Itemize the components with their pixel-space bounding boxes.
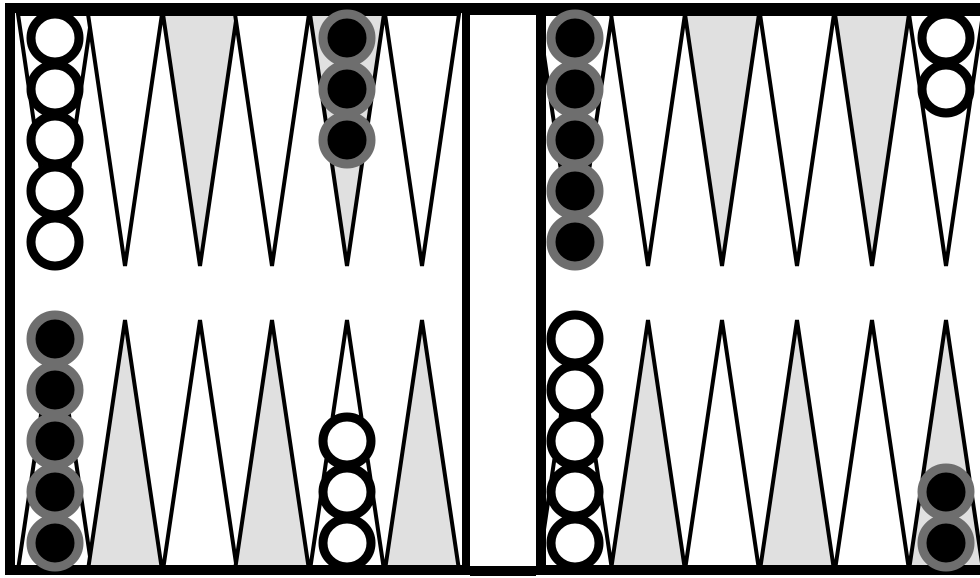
white-checker[interactable] (323, 519, 371, 567)
black-checker[interactable] (551, 167, 599, 215)
black-checker[interactable] (323, 116, 371, 164)
black-checker[interactable] (922, 519, 970, 567)
black-checker[interactable] (551, 65, 599, 113)
white-checker[interactable] (551, 366, 599, 414)
white-checker[interactable] (31, 167, 79, 215)
white-checker[interactable] (31, 14, 79, 62)
white-checker[interactable] (551, 417, 599, 465)
black-checker[interactable] (31, 315, 79, 363)
white-checker[interactable] (31, 65, 79, 113)
white-checker[interactable] (323, 417, 371, 465)
white-checker[interactable] (551, 468, 599, 516)
white-checker[interactable] (922, 65, 970, 113)
black-checker[interactable] (31, 519, 79, 567)
black-checker[interactable] (31, 366, 79, 414)
black-checker[interactable] (323, 65, 371, 113)
white-checker[interactable] (31, 116, 79, 164)
white-checker[interactable] (922, 14, 970, 62)
black-checker[interactable] (31, 417, 79, 465)
white-checker[interactable] (551, 315, 599, 363)
white-checker[interactable] (551, 519, 599, 567)
black-checker[interactable] (922, 468, 970, 516)
white-checker[interactable] (323, 468, 371, 516)
bar-left-edge (462, 8, 470, 570)
black-checker[interactable] (31, 468, 79, 516)
black-checker[interactable] (551, 116, 599, 164)
bar-right-edge (536, 8, 546, 570)
black-checker[interactable] (551, 218, 599, 266)
center-bar (470, 8, 536, 570)
black-checker[interactable] (551, 14, 599, 62)
black-checker[interactable] (323, 14, 371, 62)
white-checker[interactable] (31, 218, 79, 266)
